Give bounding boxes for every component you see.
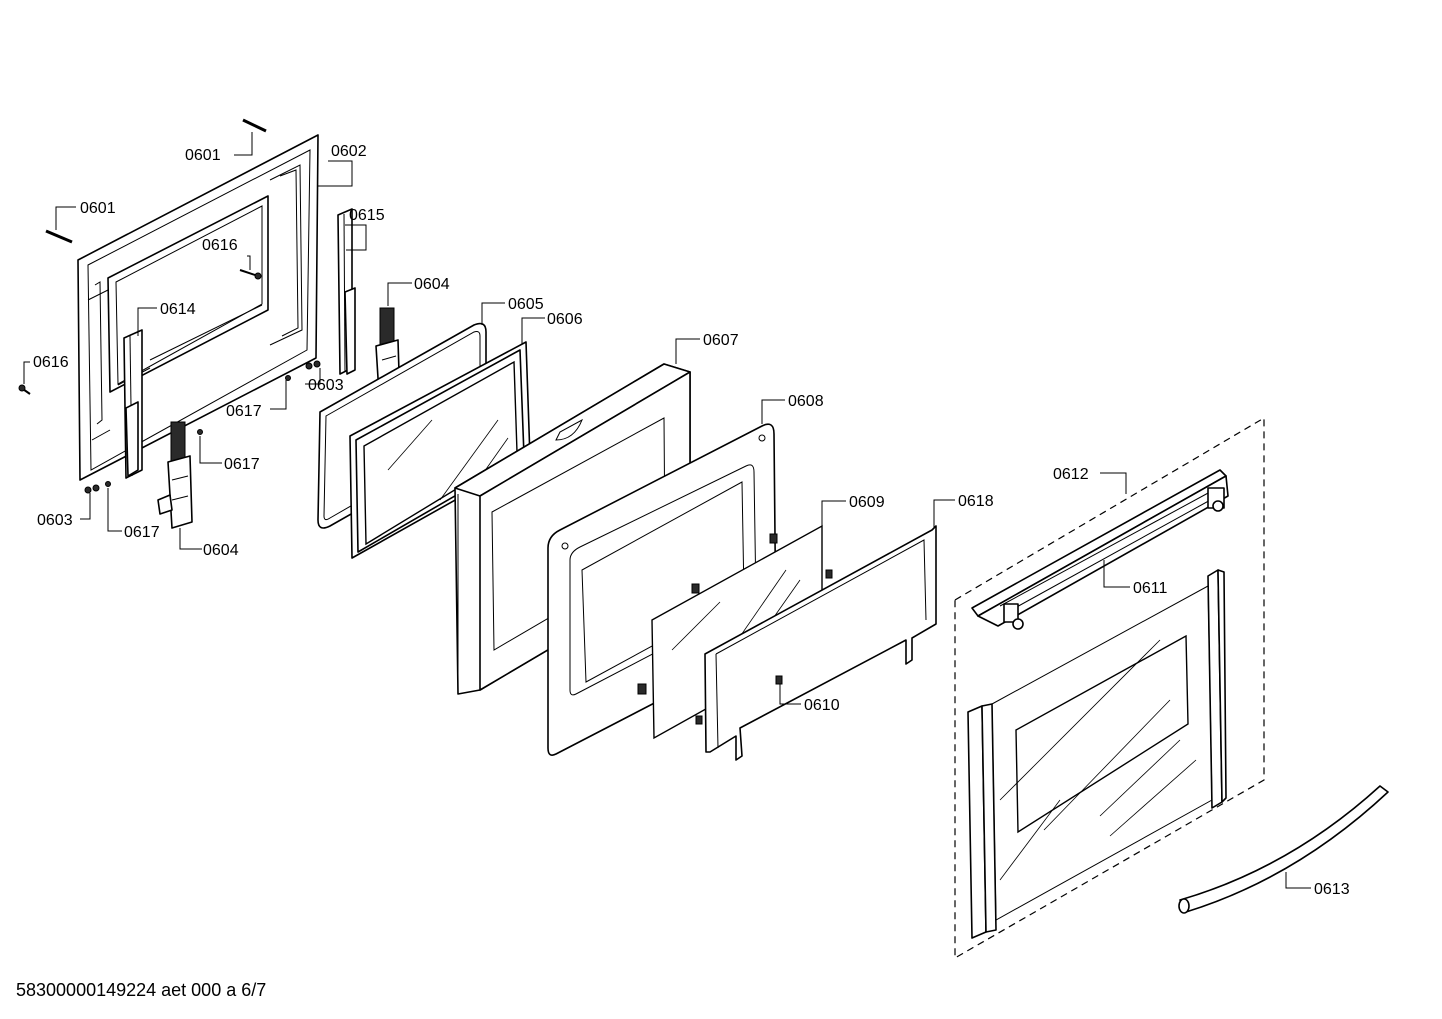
door-handle	[1178, 785, 1389, 914]
drawing-reference-footer: 58300000149224 aet 000 a 6/7	[16, 980, 267, 1000]
screw-upper	[239, 269, 262, 280]
label-0602: 0602	[331, 143, 367, 160]
rod-left	[45, 229, 73, 244]
label-0606: 0606	[547, 311, 583, 328]
side-strip-left	[123, 329, 143, 479]
label-0617-lower: 0617	[124, 524, 160, 541]
label-0611: 0611	[1133, 580, 1168, 597]
hinge-left	[157, 421, 193, 529]
part-labels: 0601 0602 0601 0615 0616 0604 0614 0605 …	[33, 143, 1350, 898]
label-0610: 0610	[804, 697, 840, 714]
label-0605: 0605	[508, 296, 544, 313]
label-0617-middle: 0617	[224, 456, 260, 473]
label-0603-lower: 0603	[37, 512, 73, 529]
label-0617-upper: 0617	[226, 403, 262, 420]
top-cap	[971, 469, 1229, 630]
label-0604-lower: 0604	[203, 542, 239, 559]
side-strip-right	[337, 208, 356, 375]
label-0613: 0613	[1314, 881, 1350, 898]
label-0607: 0607	[703, 332, 739, 349]
support-bracket	[695, 525, 937, 761]
inner-frame-panel	[547, 423, 778, 756]
screw-left	[18, 384, 31, 395]
label-0616-left: 0616	[33, 354, 69, 371]
label-0616-upper: 0616	[202, 237, 238, 254]
glass-pack	[349, 341, 531, 559]
label-0608: 0608	[788, 393, 824, 410]
label-0614: 0614	[160, 301, 196, 318]
inner-door-frame	[77, 134, 319, 481]
label-0618: 0618	[958, 493, 994, 510]
label-0609: 0609	[849, 494, 885, 511]
rod-top	[242, 118, 267, 133]
leader-lines	[23, 132, 1311, 889]
screws-small	[84, 360, 321, 494]
label-0615: 0615	[349, 207, 385, 224]
assembly-outline	[954, 416, 1265, 960]
label-0604-upper: 0604	[414, 276, 450, 293]
label-0601-left: 0601	[80, 200, 116, 217]
label-0603-upper: 0603	[308, 377, 344, 394]
label-0601-top: 0601	[185, 147, 221, 164]
front-door	[967, 569, 1227, 939]
label-0612: 0612	[1053, 466, 1089, 483]
